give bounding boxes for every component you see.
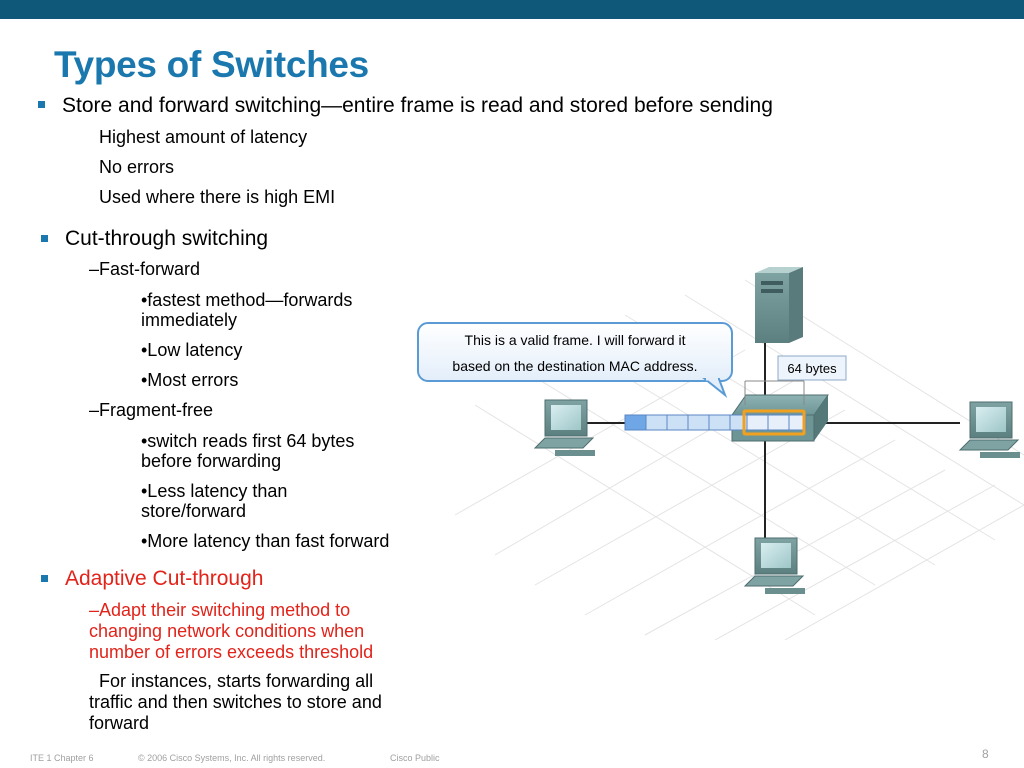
frag-point-more-latency: •More latency than fast forward — [141, 531, 390, 551]
sf-point-errors: No errors — [99, 157, 175, 177]
footer-chapter: ITE 1 Chapter 6 — [30, 753, 94, 763]
frag-point-64-bytes: •switch reads first 64 bytes — [141, 431, 355, 451]
frag-point-less-latency: •Less latency than — [141, 481, 288, 501]
data-frame — [624, 414, 807, 431]
footer-copyright: © 2006 Cisco Systems, Inc. All rights re… — [138, 753, 326, 763]
adaptive-note-1: For instances, starts forwarding all — [89, 671, 374, 691]
adaptive-note-3: forward — [89, 713, 150, 733]
top-bar — [0, 0, 1024, 19]
frag-point-before-forwarding: before forwarding — [141, 451, 282, 471]
first-64-bytes-highlight — [742, 409, 806, 436]
callout-line-2: based on the destination MAC address. — [452, 358, 697, 374]
adaptive-line-3: number of errors exceeds threshold — [89, 642, 374, 662]
ff-point-low-latency: •Low latency — [141, 340, 243, 360]
fragment-free-heading: –Fragment-free — [89, 400, 214, 420]
bullet-square — [41, 235, 48, 242]
bytes-label-box — [777, 355, 847, 381]
frag-point-store-forward: store/forward — [141, 501, 247, 521]
adaptive-heading: Adaptive Cut-through — [65, 567, 264, 590]
fast-forward-heading: –Fast-forward — [89, 259, 201, 279]
bytes-bracket — [744, 380, 805, 405]
ff-point-most-errors: •Most errors — [141, 370, 239, 390]
server — [755, 267, 803, 343]
store-forward-heading: Store and forward switching—entire frame… — [62, 94, 773, 117]
cut-through-heading: Cut-through switching — [65, 227, 269, 250]
pc-bottom — [743, 537, 805, 594]
footer-classification: Cisco Public — [390, 753, 440, 763]
network-diagram: 64 bytes This is a valid frame. I will f… — [417, 267, 1024, 640]
page-number: 8 — [982, 747, 989, 761]
pc-right — [958, 401, 1020, 458]
sf-point-latency: Highest amount of latency — [99, 127, 308, 147]
adaptive-line-1: –Adapt their switching method to — [89, 600, 351, 620]
bytes-label: 64 bytes — [787, 361, 837, 376]
callout-line-1: This is a valid frame. I will forward it — [465, 332, 686, 348]
adaptive-note-2: traffic and then switches to store and — [89, 692, 382, 712]
adaptive-line-2: changing network conditions when — [89, 621, 365, 641]
pc-left — [533, 399, 595, 456]
bullet-square — [41, 575, 48, 582]
ff-point-fastest: •fastest method—forwards — [141, 290, 353, 310]
ff-point-immediately: immediately — [141, 310, 238, 330]
bullet-square — [38, 101, 45, 108]
callout-bubble — [417, 322, 733, 399]
slide-title: Types of Switches — [54, 44, 369, 85]
sf-point-emi: Used where there is high EMI — [99, 187, 336, 207]
